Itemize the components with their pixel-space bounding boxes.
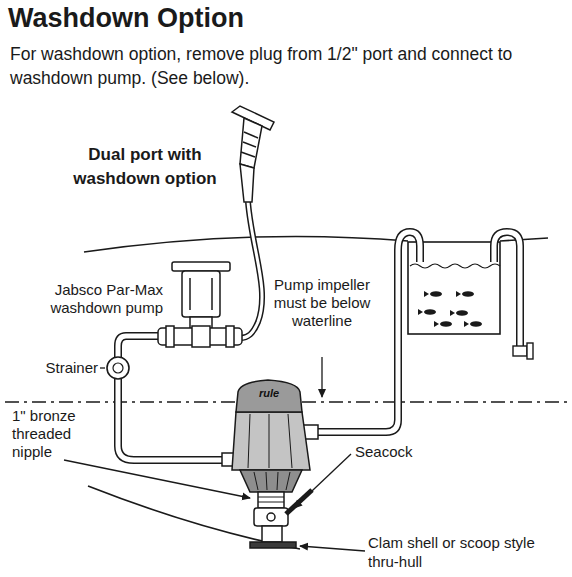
- part-label: Clam shell or scoop style thru-hull: [368, 533, 566, 571]
- hull-line: [88, 486, 300, 549]
- livewell-hose: [318, 232, 420, 432]
- page-title: Washdown Option: [8, 2, 244, 34]
- livewell-pump: [222, 380, 318, 508]
- spray-nozzle: [232, 106, 274, 202]
- leader-arrow: [294, 454, 351, 508]
- overflow-hose: [494, 232, 533, 359]
- brand-logo: rule: [249, 387, 289, 400]
- washdown-pump: [158, 262, 242, 347]
- part-label: 1" bronze threaded nipple: [12, 407, 107, 461]
- part-label: Strainer: [38, 359, 98, 377]
- intake-hose: [107, 336, 226, 460]
- leader-arrow: [321, 357, 322, 397]
- leader-line: [100, 367, 105, 368]
- part-label: Jabsco Par-Max washdown pump: [20, 281, 163, 317]
- gunwale-line: [84, 236, 408, 252]
- leader-arrow: [300, 546, 365, 551]
- part-label: Seacock: [355, 443, 435, 461]
- leader-arrow: [64, 460, 250, 498]
- section-heading: Dual port with washdown option: [50, 143, 240, 191]
- instruction-note: For washdown option, remove plug from 1/…: [10, 42, 555, 90]
- seacock-symbol: [254, 490, 312, 526]
- thru-hull-fitting: [250, 526, 296, 548]
- deck-line: [500, 238, 548, 241]
- note-label: Pump impeller must be below waterline: [272, 276, 372, 330]
- spray-hose: [240, 202, 262, 338]
